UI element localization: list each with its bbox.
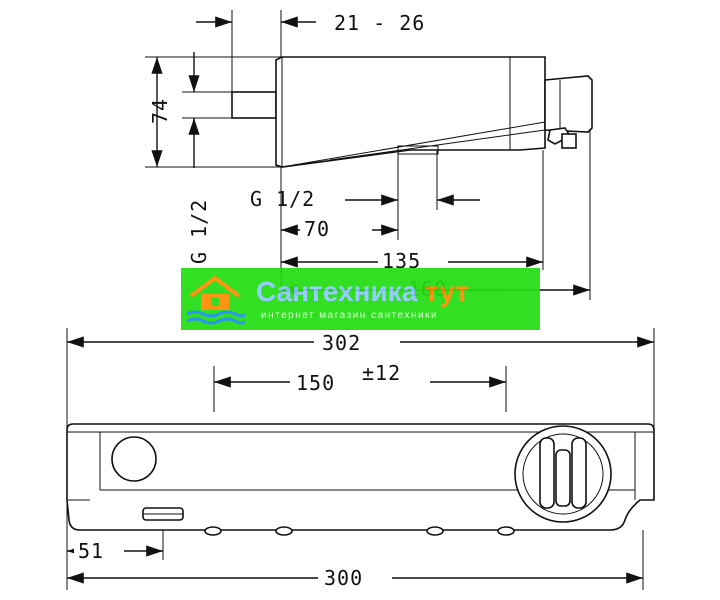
watermark-subtitle: интернет магазин сантехники	[261, 310, 439, 321]
stop-button	[111, 436, 157, 482]
thermostat-body-side	[275, 56, 546, 168]
dim-300: 300	[324, 566, 363, 590]
dim-21-26: 21 - 26	[334, 11, 425, 35]
front-view: 302 150 ±12 51 30	[66, 328, 655, 590]
dim-51: 51	[78, 539, 104, 563]
dim-70: 70	[304, 217, 330, 241]
thermostat-body-front	[66, 423, 655, 531]
dim-74: 74	[148, 98, 172, 124]
dim-302: 302	[322, 331, 361, 355]
watermark-title-accent: тут	[425, 276, 470, 307]
knob-side	[544, 75, 593, 133]
side-view: 21 - 26 74 G 1/2 G 1/2 70 135 160	[145, 10, 593, 301]
watermark-banner: Сантехника тут интернет магазин сантехни…	[181, 268, 540, 330]
dim-150: 150	[296, 371, 335, 395]
dim-pm12: ±12	[362, 361, 401, 385]
dim-g12-side: G 1/2	[187, 199, 211, 264]
dim-g12-top: G 1/2	[250, 187, 315, 211]
watermark-title: Сантехника тут	[256, 276, 469, 308]
pipe-stub	[231, 91, 277, 119]
watermark-title-main: Сантехника	[256, 276, 418, 307]
house-logo-icon	[186, 275, 245, 325]
